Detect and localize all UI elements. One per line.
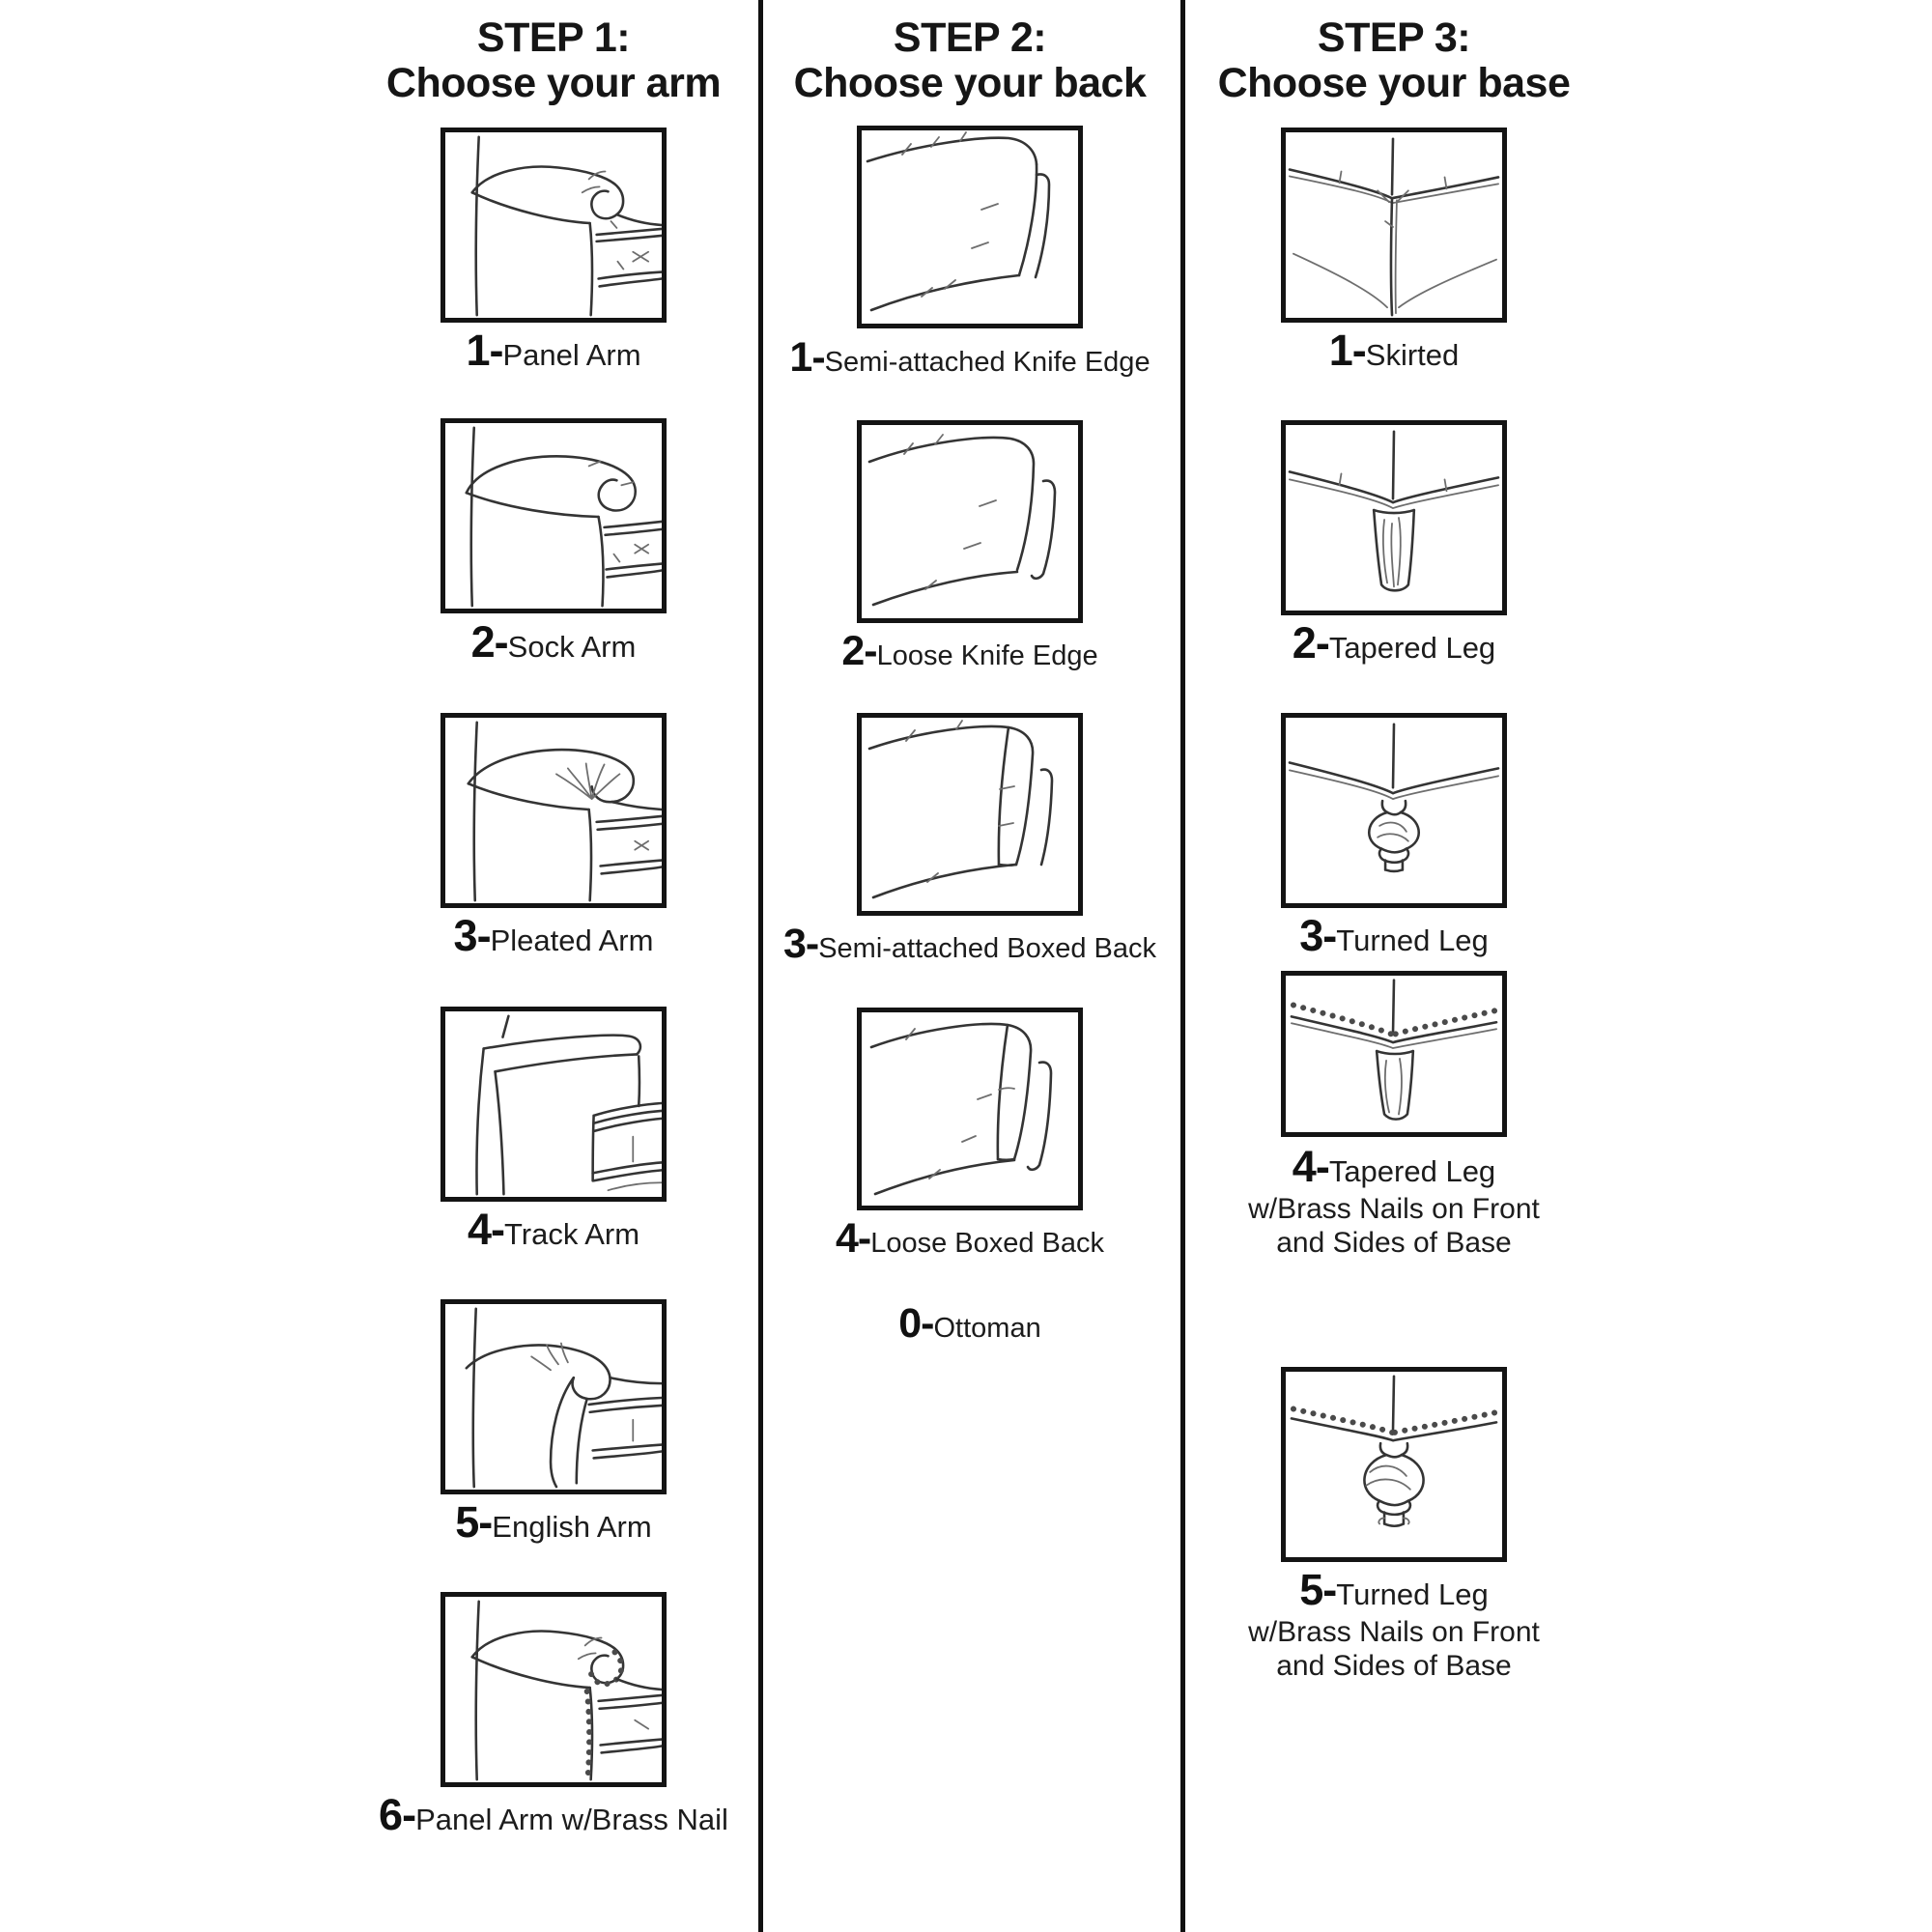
column-choose-base: STEP 3: Choose your base 1-Skirted 2-Tap… [1184, 0, 1604, 1932]
step2-header: STEP 2: Choose your back [763, 15, 1177, 106]
arm-option-4-label: 4-Track Arm [280, 1205, 827, 1255]
arm-option-6-label: 6-Panel Arm w/Brass Nail [280, 1790, 827, 1840]
step2-header-line1: STEP 2: [893, 14, 1047, 61]
arm-option-6-number: 6- [379, 1790, 416, 1839]
step3-header-line1: STEP 3: [1317, 14, 1471, 61]
base-option-4-text: Tapered Leg [1328, 1154, 1496, 1188]
base-option-1-number: 1- [1328, 326, 1367, 375]
sock-arm-illustration [465, 426, 662, 608]
back-option-0-label: 0-Ottoman [763, 1300, 1177, 1348]
step3-header-line2: Choose your base [1217, 60, 1571, 106]
arm-option-5-label: 5-English Arm [280, 1497, 827, 1548]
arm-option-4-number: 4- [467, 1205, 505, 1254]
tapered-leg-illustration [1288, 430, 1500, 592]
back-option-0-number: 0- [898, 1300, 934, 1347]
base-option-5-image-box [1281, 1367, 1507, 1562]
loose-knife-edge-illustration [867, 434, 1057, 607]
arm-option-2-label: 2-Sock Arm [280, 617, 827, 668]
back-option-4-image-box [857, 1008, 1083, 1210]
base-option-4-label: 4-Tapered Leg w/Brass Nails on Front and… [1184, 1142, 1604, 1260]
base-option-4-subtext-1: w/Brass Nails on Front [1248, 1193, 1540, 1225]
tapered-leg-brass-nails-illustration [1290, 979, 1498, 1121]
skirted-base-illustration [1288, 137, 1500, 317]
base-option-2-number: 2- [1292, 618, 1330, 668]
arm-option-4-image-box [440, 1007, 667, 1202]
base-option-4-image-box [1281, 971, 1507, 1137]
back-option-2-number: 2- [841, 628, 877, 674]
arm-option-5-image-box [440, 1299, 667, 1494]
column-choose-back: STEP 2: Choose your back 1-Semi-attached… [763, 0, 1177, 1932]
back-option-3-text: Semi-attached Boxed Back [818, 933, 1157, 964]
arm-option-2-text: Sock Arm [507, 630, 637, 664]
semi-attached-knife-edge-illustration [866, 131, 1051, 312]
base-option-2-text: Tapered Leg [1328, 631, 1496, 665]
arm-option-1-label: 1-Panel Arm [280, 326, 827, 376]
back-option-3-number: 3- [782, 921, 819, 967]
back-option-1-text: Semi-attached Knife Edge [824, 347, 1151, 378]
arm-option-6-text: Panel Arm w/Brass Nail [415, 1803, 728, 1836]
base-option-4-title: 4-Tapered Leg [1184, 1142, 1604, 1192]
track-arm-illustration [475, 1014, 662, 1196]
arm-option-5-text: English Arm [492, 1510, 652, 1544]
base-option-2-label: 2-Tapered Leg [1184, 618, 1604, 668]
base-option-1-label: 1-Skirted [1184, 326, 1604, 376]
base-option-5-number: 5- [1299, 1565, 1337, 1614]
back-option-2-image-box [857, 420, 1083, 623]
base-option-3-label: 3-Turned Leg [1184, 911, 1604, 961]
arm-option-2-image-box [440, 418, 667, 613]
step1-header: STEP 1: Choose your arm [280, 15, 827, 106]
arm-option-3-number: 3- [453, 911, 492, 960]
base-option-5-subtext-1: w/Brass Nails on Front [1248, 1616, 1540, 1648]
arm-option-4-text: Track Arm [503, 1217, 640, 1251]
base-option-1-image-box [1281, 128, 1507, 323]
back-option-4-label: 4-Loose Boxed Back [763, 1215, 1177, 1263]
english-arm-illustration [465, 1307, 662, 1489]
back-option-3-image-box [857, 713, 1083, 916]
step1-header-line2: Choose your arm [385, 60, 722, 106]
back-option-1-label: 1-Semi-attached Knife Edge [763, 334, 1177, 382]
step2-header-line2: Choose your back [793, 60, 1147, 106]
turned-leg-brass-nails-illustration [1290, 1375, 1498, 1527]
arm-option-2-number: 2- [470, 617, 509, 667]
panel-arm-brass-nail-illustration [470, 1600, 662, 1781]
arm-option-3-image-box [440, 713, 667, 908]
base-option-3-number: 3- [1299, 911, 1337, 960]
column-divider-1 [758, 0, 763, 1932]
back-option-2-label: 2-Loose Knife Edge [763, 628, 1177, 675]
semi-attached-boxed-back-illustration [867, 720, 1054, 899]
panel-arm-illustration [470, 135, 662, 317]
back-option-1-image-box [857, 126, 1083, 328]
back-option-4-number: 4- [835, 1215, 871, 1262]
back-option-3-label: 3-Semi-attached Boxed Back [763, 921, 1177, 968]
base-option-3-image-box [1281, 713, 1507, 908]
arm-option-5-number: 5- [455, 1497, 493, 1547]
back-option-1-number: 1- [789, 334, 825, 381]
arm-option-1-text: Panel Arm [502, 338, 641, 372]
arm-option-3-label: 3-Pleated Arm [280, 911, 827, 961]
base-option-4-subtext-2: and Sides of Base [1276, 1227, 1512, 1259]
step1-header-line1: STEP 1: [476, 14, 631, 61]
base-option-2-image-box [1281, 420, 1507, 615]
step3-header: STEP 3: Choose your base [1184, 15, 1604, 106]
arm-option-1-number: 1- [466, 326, 503, 375]
back-option-2-text: Loose Knife Edge [876, 640, 1098, 671]
back-option-0-text: Ottoman [933, 1313, 1041, 1344]
base-option-5-label: 5-Turned Leg w/Brass Nails on Front and … [1184, 1565, 1604, 1683]
base-option-1-text: Skirted [1365, 338, 1460, 372]
back-option-4-text: Loose Boxed Back [870, 1228, 1105, 1259]
arm-option-6-image-box [440, 1592, 667, 1787]
loose-boxed-back-illustration [869, 1022, 1053, 1196]
base-option-5-text: Turned Leg [1336, 1577, 1489, 1611]
arm-option-3-text: Pleated Arm [490, 923, 654, 957]
base-option-3-text: Turned Leg [1336, 923, 1489, 957]
turned-leg-illustration [1288, 723, 1500, 873]
base-option-5-subtext-2: and Sides of Base [1276, 1650, 1512, 1682]
column-choose-arm: STEP 1: Choose your arm 1-Panel Arm 2 [280, 0, 827, 1932]
arm-option-1-image-box [440, 128, 667, 323]
base-option-5-title: 5-Turned Leg [1184, 1565, 1604, 1615]
base-option-4-number: 4- [1292, 1142, 1330, 1191]
column-divider-2 [1180, 0, 1185, 1932]
pleated-arm-illustration [467, 721, 662, 902]
